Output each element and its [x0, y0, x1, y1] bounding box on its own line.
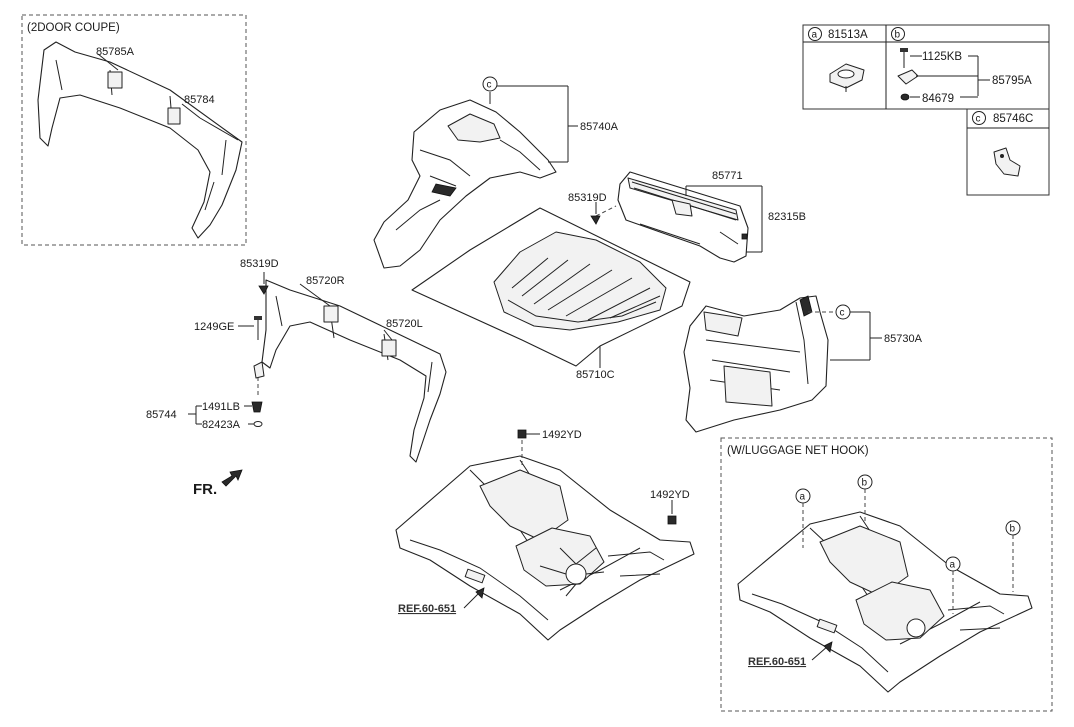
- label-85785A: 85785A: [96, 46, 135, 58]
- legend-c-part: 85746C: [993, 113, 1033, 125]
- legend-table: a 81513A b 1125KB 85795A 84679 c 8574: [802, 24, 1050, 196]
- front-arrow-icon: [221, 469, 243, 487]
- label-85730A: 85730A: [884, 333, 923, 345]
- legend-a-circle: [808, 27, 822, 41]
- label-1492YD-b: 1492YD: [650, 489, 690, 501]
- label-85720R: 85720R: [306, 275, 345, 287]
- luggage-title: (W/LUGGAGE NET HOOK): [727, 445, 869, 457]
- legend-frame-c: [966, 108, 1050, 196]
- mat-85710C: 85710C: [411, 207, 691, 381]
- label-85720L: 85720L: [386, 318, 423, 330]
- nut-82423A-icon: [253, 421, 263, 427]
- legend-frame-ab: [802, 24, 1050, 110]
- coupe-clip-2: [167, 107, 181, 125]
- label-85784: 85784: [184, 94, 215, 106]
- clip-82315B-icon: [741, 233, 748, 240]
- legend-b-circle: [891, 27, 905, 41]
- coupe-clip-1: [107, 71, 123, 89]
- trim-85740A: c 85740A: [373, 76, 619, 269]
- label-82423A: 82423A: [202, 419, 241, 431]
- label-85740A: 85740A: [580, 121, 619, 133]
- label-85319D-b: 85319D: [240, 258, 279, 270]
- svg-text:b: b: [1010, 524, 1016, 535]
- legend-b-part3: 84679: [922, 93, 954, 105]
- front-label: FR.: [193, 481, 217, 498]
- clip-1492YD-b-icon: [667, 515, 677, 525]
- svg-text:a: a: [800, 492, 806, 503]
- svg-text:c: c: [840, 308, 845, 319]
- label-1492YD-a: 1492YD: [542, 429, 582, 441]
- legend-b-part2: 85795A: [992, 75, 1032, 87]
- coupe-frame: [21, 14, 247, 246]
- screw-85319D-b-icon: [258, 285, 269, 295]
- trim-85771: 85771 82315B 85319D: [568, 170, 806, 263]
- clip-1491LB-icon: [251, 401, 263, 413]
- clip-1492YD-a-icon: [517, 429, 527, 439]
- clip-85746C-icon: [993, 147, 1021, 177]
- label-85744: 85744: [146, 409, 177, 421]
- trim-85720-clip-2: [381, 339, 397, 357]
- luggage-inset: (W/LUGGAGE NET HOOK) a b a b REF.60-651: [720, 437, 1053, 712]
- coupe-side-trim: [37, 41, 243, 239]
- label-85319D-a: 85319D: [568, 192, 607, 204]
- callout-c-85740A: [482, 76, 498, 92]
- front-arrow: FR.: [193, 469, 243, 498]
- ref-luggage: REF.60-651: [748, 656, 806, 668]
- hook-81513A-icon: [829, 63, 865, 92]
- bolt-bracket-icon: [897, 48, 919, 101]
- trim-85730A: c 85730A: [683, 295, 923, 433]
- label-82315B: 82315B: [768, 211, 806, 223]
- coupe-inset: (2DOOR COUPE) 85785A 85784: [21, 14, 247, 246]
- legend-c-circle: [972, 111, 986, 125]
- trim-85720-clip-1: [323, 305, 339, 323]
- luggage-frame: [720, 437, 1053, 712]
- legend-b-letter: b: [895, 30, 901, 41]
- legend-b-part1: 1125KB: [922, 51, 962, 63]
- trim-85720: 85720R 85720L 85319D 1249GE 85744 1491LB…: [146, 258, 447, 463]
- svg-text:b: b: [862, 478, 868, 489]
- legend-c-letter: c: [976, 114, 981, 125]
- svg-text:c: c: [487, 80, 492, 91]
- label-1491LB: 1491LB: [202, 401, 240, 413]
- floor-panel-main: 1492YD 1492YD REF.60-651: [395, 429, 695, 641]
- label-85710C: 85710C: [576, 369, 615, 381]
- coupe-title: (2DOOR COUPE): [27, 22, 120, 34]
- legend-a-part: 81513A: [828, 29, 868, 41]
- label-1249GE: 1249GE: [194, 321, 234, 333]
- screw-85319D-icon: [590, 215, 601, 225]
- label-85771: 85771: [712, 170, 743, 182]
- ref-main: REF.60-651: [398, 603, 456, 615]
- svg-text:a: a: [950, 560, 956, 571]
- legend-a-letter: a: [812, 30, 818, 41]
